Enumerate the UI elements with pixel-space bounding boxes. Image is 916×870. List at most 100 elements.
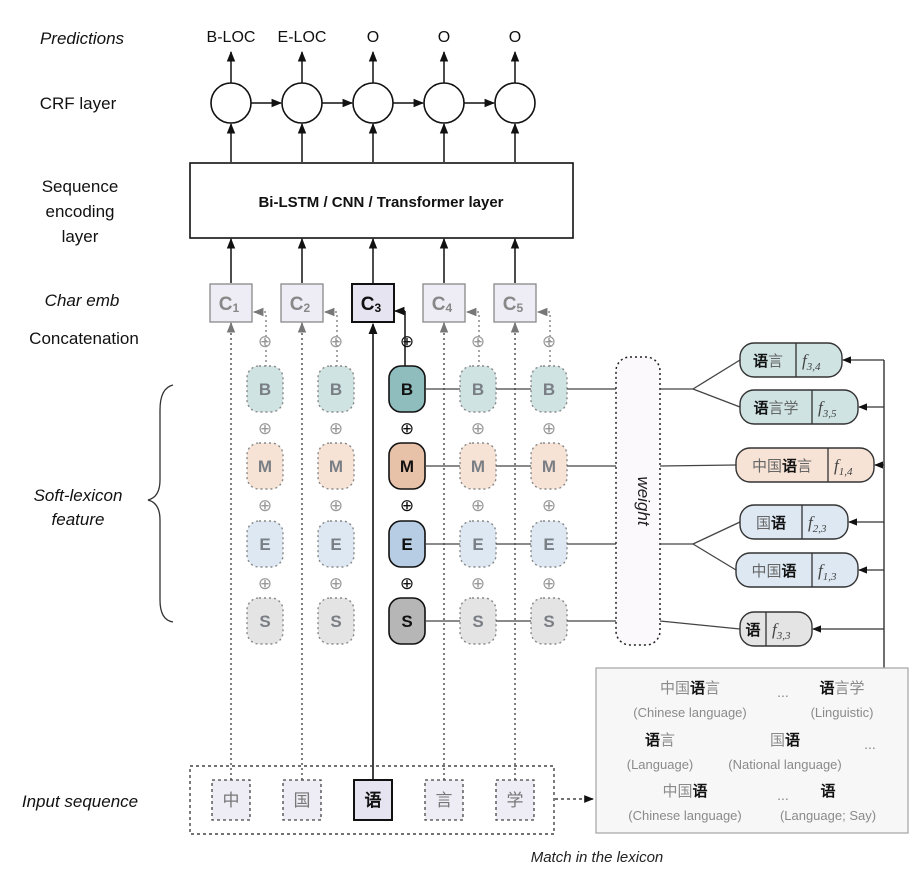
segment-label: S xyxy=(330,612,341,631)
lexicon-weight-subscript: 2,3 xyxy=(813,523,827,535)
lexicon-char: 语 xyxy=(771,514,786,532)
char-emb-box xyxy=(209,283,253,323)
label-input-sequence: Input sequence xyxy=(22,792,138,811)
lexicon-ellipsis: ... xyxy=(864,736,876,752)
concat-plus-icon: ⊕ xyxy=(542,332,556,352)
label-crf-layer: CRF layer xyxy=(40,94,117,113)
lexicon-word-box xyxy=(735,447,875,483)
concat-plus-icon: ⊕ xyxy=(329,496,343,516)
lexicon-char: 言 xyxy=(797,457,812,475)
lexicon-word-text: 语言 xyxy=(753,352,783,370)
concat-plus-icon: ⊕ xyxy=(542,574,556,594)
label-sequence-encoding-2: encoding xyxy=(45,202,114,221)
segment-e xyxy=(246,520,284,568)
crf-node xyxy=(494,82,536,124)
segment-label: M xyxy=(400,457,414,476)
lexicon-entry-translation: (Chinese language) xyxy=(633,705,746,720)
lexicon-word-text: 中国语 xyxy=(751,562,796,580)
char-emb-box xyxy=(351,283,395,323)
lexicon-char: 语 xyxy=(819,679,834,697)
weight-to-word-line xyxy=(659,620,741,630)
char-emb-index: 5 xyxy=(517,301,524,315)
segment-m xyxy=(246,442,284,490)
lexicon-char: 语 xyxy=(690,679,705,697)
lexicon-word-box xyxy=(739,611,813,647)
segment-label: B xyxy=(259,380,271,399)
lexicon-char: 言学 xyxy=(835,679,865,697)
concat-plus-icon: ⊕ xyxy=(258,496,272,516)
lexicon-word-text: 国语 xyxy=(756,514,786,532)
concat-plus-icon: ⊕ xyxy=(400,419,414,439)
concat-plus-icon: ⊕ xyxy=(542,496,556,516)
soft-lexicon-brace xyxy=(147,384,174,623)
lexicon-entry-word: 中国语言 xyxy=(660,679,720,697)
segment-label: E xyxy=(543,535,554,554)
lexicon-weight-subscript: 3,3 xyxy=(776,630,791,642)
lexicon-char: 言 xyxy=(705,679,720,697)
segment-label: M xyxy=(329,457,343,476)
segment-label: B xyxy=(543,380,555,399)
label-sequence-encoding-1: Sequence xyxy=(42,177,119,196)
branch-to-word-line xyxy=(692,359,741,390)
concat-plus-icon: ⊕ xyxy=(400,496,414,516)
concat-plus-icon: ⊕ xyxy=(329,419,343,439)
prediction-label: O xyxy=(509,29,521,46)
input-char: 语 xyxy=(365,791,382,811)
segment-e xyxy=(317,520,355,568)
segment-b xyxy=(246,365,284,413)
segment-label: B xyxy=(472,380,484,399)
match-in-lexicon-label: Match in the lexicon xyxy=(531,849,664,866)
segment-label: M xyxy=(258,457,272,476)
concat-plus-icon: ⊕ xyxy=(400,332,414,352)
concat-plus-icon: ⊕ xyxy=(542,419,556,439)
prediction-label: B-LOC xyxy=(207,29,256,46)
lexicon-char: 语 xyxy=(693,782,708,800)
lexicon-char: 中国 xyxy=(662,782,692,800)
input-char-box xyxy=(353,779,393,821)
lexicon-weight-subscript: 1,4 xyxy=(839,466,853,478)
input-char-box xyxy=(211,779,251,821)
branch-to-word-line xyxy=(692,521,741,545)
lexicon-char: 中国 xyxy=(751,562,781,580)
lexicon-entry-translation: (National language) xyxy=(728,757,841,772)
label-char-emb: Char emb xyxy=(45,291,120,310)
segment-b xyxy=(317,365,355,413)
lexicon-char: 国 xyxy=(756,514,771,532)
lexicon-entry-word: 国语 xyxy=(770,731,800,749)
lexicon-entry-word: 语言学 xyxy=(819,679,864,697)
char-emb-index: 1 xyxy=(233,301,240,315)
segment-label: M xyxy=(471,457,485,476)
lexicon-entry-translation: (Language; Say) xyxy=(780,808,876,823)
label-soft-lexicon-2: feature xyxy=(52,510,105,529)
lexicon-entry-translation: (Linguistic) xyxy=(811,705,874,720)
branch-to-word-line xyxy=(692,543,737,571)
lexicon-word-box xyxy=(739,342,843,378)
lexicon-ellipsis: ... xyxy=(777,787,789,803)
crf-node xyxy=(352,82,394,124)
concat-plus-icon: ⊕ xyxy=(329,574,343,594)
input-sequence: 中国语言学 xyxy=(189,765,594,835)
segment-s xyxy=(317,597,355,645)
segment-label: M xyxy=(542,457,556,476)
weight-to-word-line xyxy=(659,464,737,467)
segment-s xyxy=(246,597,284,645)
lexicon-char: 言 xyxy=(768,352,783,370)
weight-box xyxy=(615,356,661,646)
lexicon-word-box xyxy=(735,552,859,588)
segment-label: E xyxy=(330,535,341,554)
char-emb-index: 4 xyxy=(446,301,453,315)
lexicon-weight-subscript: 3,5 xyxy=(822,408,837,420)
lexicon-char: 语 xyxy=(745,621,760,639)
prediction-label: O xyxy=(367,29,379,46)
lexicon-box-frame xyxy=(595,667,909,834)
lexicon-char: 语 xyxy=(785,731,800,749)
